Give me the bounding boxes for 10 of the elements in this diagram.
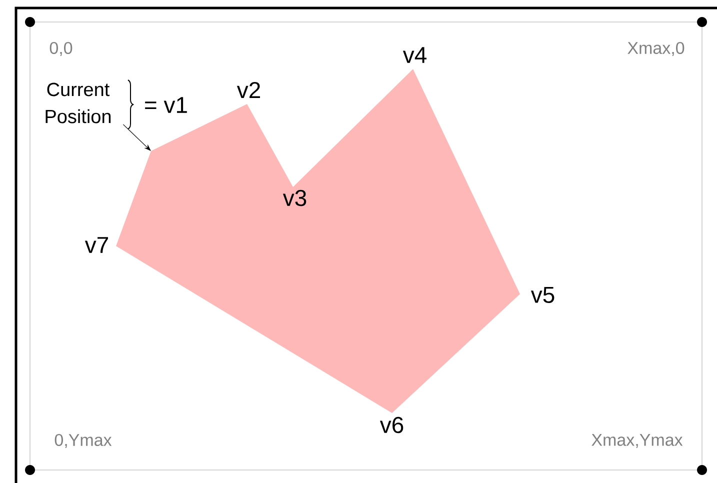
coordinate-label: Xmax,Ymax [592, 434, 683, 448]
coordinate-label: Xmax,0 [628, 42, 684, 56]
annotation-text: Current Position [46, 82, 111, 124]
vertex-label: v2 [236, 82, 260, 98]
polygon-shape [116, 69, 520, 413]
arrow [122, 124, 151, 151]
coordinate-label: 0,Ymax [54, 434, 112, 448]
vertex-label: = v1 [145, 97, 187, 113]
coordinate-label: 0,0 [50, 42, 72, 56]
vertex-label: v3 [282, 190, 306, 206]
